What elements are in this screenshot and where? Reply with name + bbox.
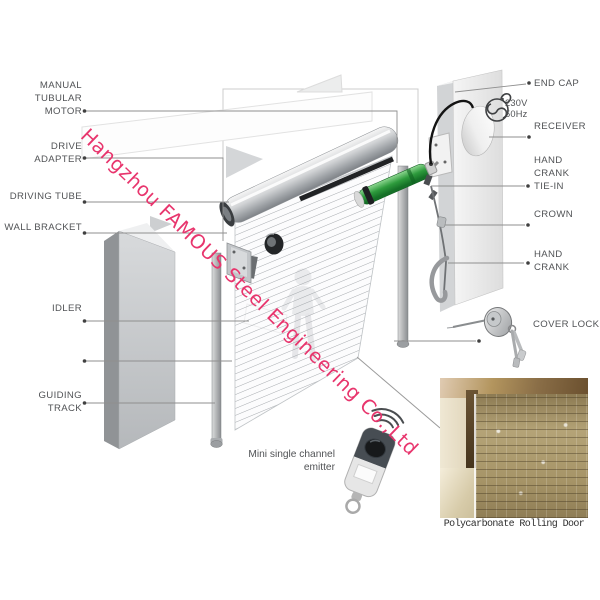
right-wall-column [437, 69, 504, 312]
frequency-text: 50Hz [505, 108, 528, 119]
label-manual-tubular-motor: MANUAL TUBULAR MOTOR [34, 80, 82, 117]
line-end-cap [454, 83, 527, 93]
photo-shutter-edge [474, 394, 476, 518]
label-wall-bracket: WALL BRACKET [4, 222, 82, 233]
label-cover-lock: COVER LOCK [533, 319, 600, 330]
label-end-cap: END CAP [534, 78, 580, 89]
label-idler: IDLER [51, 303, 82, 314]
power-cable [428, 99, 475, 166]
label-crown: CROWN [534, 209, 574, 220]
receiver-unit [461, 105, 495, 157]
right-annotation-lines [394, 83, 527, 342]
label-drive-adapter: DRIVE ADAPTER [34, 141, 82, 165]
label-receiver: RECEIVER [534, 121, 586, 132]
cover-lock [446, 307, 527, 368]
tubular-motor [353, 160, 438, 208]
wifi-waves-icon [371, 408, 405, 429]
product-photo [440, 378, 588, 518]
photo-pointer-line [356, 356, 441, 429]
keys [507, 324, 527, 368]
power-plug-icon [485, 93, 512, 122]
voltage-text: 230V [505, 98, 528, 108]
hand-crank-assembly [423, 174, 450, 303]
right-annotation-dots [477, 81, 531, 343]
crown-fitting [436, 216, 447, 228]
line-manual-tubular-motor [84, 110, 398, 163]
keychain-clasp [345, 498, 361, 514]
label-hand-crank-tie-in: HAND CRANK TIE-IN [534, 155, 570, 192]
remote-emitter [344, 408, 405, 514]
photo-caption: Polycarbonate Rolling Door [443, 519, 585, 530]
photo-rolling-shutter [476, 394, 588, 518]
wall-bracket [226, 242, 258, 284]
emitter-caption: Mini single channel emitter [248, 449, 335, 473]
label-driving-tube: DRIVING TUBE [9, 191, 82, 202]
right-guiding-track [396, 165, 410, 348]
left-guiding-track [210, 252, 223, 448]
left-wall-column [104, 223, 176, 450]
drive-adapter-ring [264, 233, 284, 255]
line-drive-adapter [84, 157, 224, 241]
power-spec: 230V 50Hz [505, 98, 528, 119]
label-guiding-track: GUIDING TRACK [38, 390, 82, 414]
hood-cover [81, 74, 373, 233]
label-hand-crank: HAND CRANK [534, 249, 570, 273]
left-annotation-lines [84, 110, 398, 404]
left-annotation-dots [82, 109, 87, 405]
driving-tube [219, 126, 399, 227]
